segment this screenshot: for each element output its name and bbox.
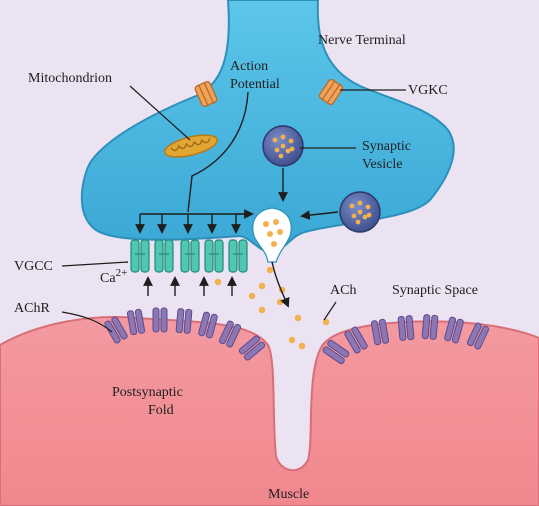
vgkc-channel-left (194, 81, 218, 107)
ach-dot (278, 153, 284, 159)
label-action-potential-2: Potential (230, 77, 280, 92)
ach-dot (274, 147, 280, 153)
ach-dot (280, 143, 286, 149)
ach-dot (263, 221, 269, 227)
achr-receptor (466, 322, 490, 350)
ach-dot (365, 204, 371, 210)
ach-dot (355, 219, 361, 225)
ach-molecule (276, 298, 284, 306)
ach-dot (357, 209, 363, 215)
calcium-influx-arrows (143, 276, 237, 296)
label-calcium: Ca2+ (100, 267, 127, 286)
muscle (0, 316, 539, 506)
achr-receptor (152, 307, 168, 333)
label-synaptic-vesicle-1: Synaptic (362, 139, 411, 154)
vgcc-channel (154, 239, 174, 273)
vesicle-ach-dots (263, 134, 372, 247)
ach-dot (285, 148, 291, 154)
label-ach: ACh (330, 283, 356, 298)
ach-molecule (322, 318, 330, 326)
achr-receptors (104, 307, 490, 365)
label-postsynaptic-fold-2: Fold (148, 403, 174, 418)
vgcc-channels (130, 239, 248, 273)
vgkc-channel-right (318, 78, 344, 106)
ach-molecule (294, 314, 302, 322)
achr-receptor (444, 316, 464, 344)
vgcc-channel (204, 239, 224, 273)
label-postsynaptic-fold-1: Postsynaptic (112, 385, 183, 400)
mitochondrion-icon (163, 134, 219, 158)
label-synaptic-space: Synaptic Space (392, 283, 478, 298)
ach-molecule (266, 266, 274, 274)
achr-receptor (322, 339, 350, 365)
vgcc-channel (130, 239, 150, 273)
vgcc-channel (228, 239, 248, 273)
ach-dot (277, 229, 283, 235)
ach-dot (349, 203, 355, 209)
ach-molecule (298, 342, 306, 350)
ach-molecule (288, 336, 296, 344)
ach-dot (273, 219, 279, 225)
ach-dot (289, 146, 295, 152)
ach-dot (357, 200, 363, 206)
vesicle-movement-arrows (271, 168, 339, 308)
achr-receptor (370, 318, 390, 346)
ach-dot (271, 241, 277, 247)
ach-molecule (258, 282, 266, 290)
ach-dot (267, 231, 273, 237)
ach-dot (362, 214, 368, 220)
achr-receptor (344, 326, 368, 354)
label-vgcc: VGCC (14, 259, 53, 274)
label-nerve-terminal: Nerve Terminal (318, 33, 406, 48)
ach-dot (351, 213, 357, 219)
achr-receptor (218, 320, 242, 348)
achr-receptor (397, 315, 415, 341)
ach-dot (280, 134, 286, 140)
ach-dot (288, 138, 294, 144)
achr-receptor (126, 308, 146, 336)
vgcc-channel (180, 239, 200, 273)
released-ach-molecules (214, 266, 330, 350)
action-potential-pathway (135, 91, 254, 234)
ach-dot (272, 137, 278, 143)
label-synaptic-vesicle-2: Vesicle (362, 157, 402, 172)
achr-receptor (198, 311, 218, 339)
achr-receptor (421, 314, 439, 340)
ach-dot (366, 212, 372, 218)
label-achr: AChR (14, 301, 50, 316)
ach-molecule (248, 292, 256, 300)
achr-receptor (104, 316, 128, 344)
label-action-potential-1: Action (230, 59, 268, 74)
ach-molecule (214, 278, 222, 286)
label-leader-lines (61, 85, 406, 333)
ach-molecule (258, 306, 266, 314)
label-vgkc: VGKC (408, 83, 448, 98)
achr-receptor (238, 335, 266, 361)
achr-receptor (175, 308, 193, 334)
label-mitochondrion: Mitochondrion (28, 71, 112, 86)
label-muscle: Muscle (268, 487, 309, 502)
